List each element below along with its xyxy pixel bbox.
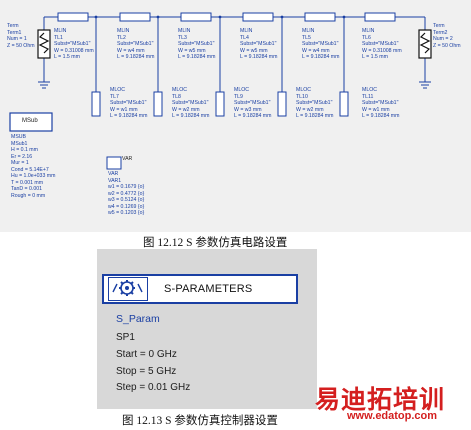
simulation-controller-icon [108, 277, 148, 301]
msub-param-line: Er = 2.16 [11, 153, 33, 160]
tl6-labels: MLIN TL6 Subst="MSub1" W = 0.31008 mm L … [362, 28, 402, 60]
figure1-caption: 图 12.12 S 参数仿真电路设置 [143, 237, 288, 249]
s-parameters-title: S-PARAMETERS [164, 283, 253, 295]
s-parameters-controller-panel: S-PARAMETERS S_Param SP1 Start = 0 GHz S… [97, 249, 317, 409]
sp-instance-name: SP1 [116, 332, 135, 343]
watermark-brand: 易迪拓培训 [315, 385, 446, 414]
tl4-labels: MLIN TL4 Subst="MSub1" W = w5 mm L = 9.1… [240, 28, 278, 60]
schematic-labels: Term Term1 Num = 1 Z = 50 Ohm Term Term2… [7, 23, 461, 217]
var-box-label: VAR [122, 156, 133, 162]
msub-param-line: Rough = 0 mm [11, 192, 46, 199]
mloc-tl8[interactable] [153, 91, 163, 117]
tl3-labels: MLIN TL3 Subst="MSub1" W = w5 mm L = 9.1… [178, 28, 216, 60]
tl10-labels: MLOC TL10 Subst="MSub1" W = w2 mm L = 9.… [296, 87, 334, 119]
mlin-tl5[interactable] [304, 12, 336, 22]
term1-labels: Term Term1 Num = 1 Z = 50 Ohm [7, 23, 35, 49]
var-param-line: w4 = 0.1269 {o} [108, 203, 145, 210]
mlin-tl3[interactable] [180, 12, 212, 22]
sp-name-label: S_Param [116, 313, 160, 325]
var-param-line: VAR1 [108, 177, 122, 184]
mloc-tl10[interactable] [277, 91, 287, 117]
msub-param-line: TanD = 0.001 [11, 186, 43, 192]
tl9-labels: MLOC TL9 Subst="MSub1" W = w3 mm L = 9.1… [234, 87, 272, 119]
msub-param-line: MSub1 [11, 140, 28, 147]
var-param-line: VAR [108, 171, 119, 177]
msub-box-label: MSub [22, 118, 38, 124]
tl7-labels: MLOC TL7 Subst="MSub1" W = w1 mm L = 9.1… [110, 87, 148, 119]
junction-dot [280, 15, 284, 19]
sp-stop-param: Stop = 5 GHz [116, 366, 177, 377]
sp-start-param: Start = 0 GHz [116, 349, 177, 360]
mlin-tl1[interactable] [57, 12, 89, 22]
var-param-line: w2 = 0.4772 {o} [108, 190, 145, 197]
figure2-caption: 图 12.13 S 参数仿真控制器设置 [122, 415, 278, 427]
tl5-labels: MLIN TL5 Subst="MSub1" W = w4 mm L = 9.1… [302, 28, 340, 60]
junction-dot [218, 15, 222, 19]
sp-step-param: Step = 0.01 GHz [116, 382, 191, 393]
var-param-line: w3 = 0.5124 {o} [108, 197, 145, 203]
watermark-url: www.edatop.com [347, 410, 438, 422]
mloc-tl9[interactable] [215, 91, 225, 117]
mlin-tl2[interactable] [119, 12, 151, 22]
var-param-line: w5 = 0.1203 {o} [108, 210, 145, 216]
tl1-labels: MLIN TL1 Subst="MSub1" W = 0.31008 mm L … [54, 28, 94, 60]
junction-dot [156, 15, 160, 19]
term2-labels: Term Term2 Num = 2 Z = 50 Ohm [433, 23, 461, 49]
var-param-line: w1 = 0.1679 {o} [108, 184, 145, 190]
msub-param-line: Mur = 1 [11, 160, 29, 166]
msub-param-line: H = 0.1 mm [11, 147, 38, 153]
msub-param-line: Cond = 5.14E+7 [11, 166, 49, 173]
schematic-canvas [0, 0, 471, 232]
watermark-logo: 易迪拓培训 www.edatop.com [315, 380, 471, 428]
mloc-tl7[interactable] [91, 91, 101, 117]
junction-dot [342, 15, 346, 19]
junction-dot [94, 15, 98, 19]
mloc-tl11[interactable] [339, 91, 349, 117]
mlin-tl4[interactable] [242, 12, 274, 22]
msub-param-line: Hu = 1.0e+033 mm [11, 173, 56, 179]
tl11-labels: MLOC TL11 Subst="MSub1" W = w1 mm L = 9.… [362, 87, 400, 119]
tl8-labels: MLOC TL8 Subst="MSub1" W = w2 mm L = 9.1… [172, 87, 210, 119]
mlin-tl6[interactable] [364, 12, 396, 22]
msub-param-line: T = 0.001 mm [11, 179, 44, 186]
msub-param-line: MSUB [11, 134, 26, 140]
tl2-labels: MLIN TL2 Subst="MSub1" W = w4 mm L = 9.1… [117, 28, 155, 60]
s-parameters-component[interactable]: S-PARAMETERS [102, 274, 298, 304]
